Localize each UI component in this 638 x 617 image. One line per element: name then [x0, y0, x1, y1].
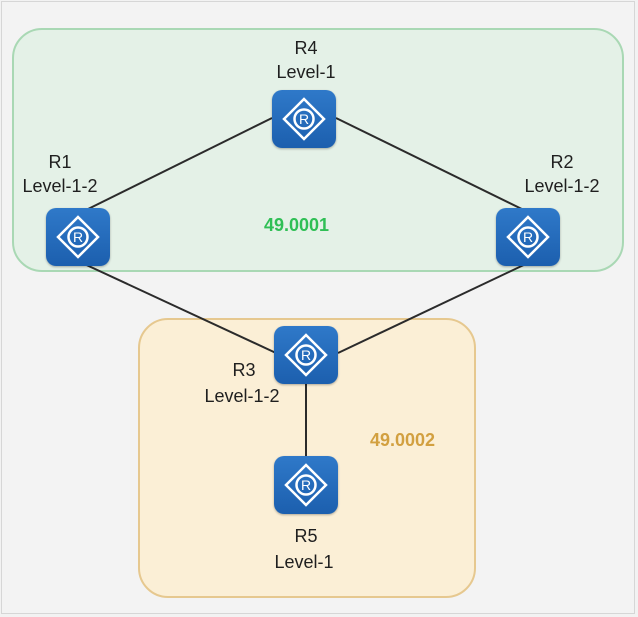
area-id-label: 49.0002 — [370, 430, 436, 450]
svg-text:R: R — [73, 229, 83, 245]
router-r1-name: R1 — [48, 152, 72, 172]
router-r3-level: Level-1-2 — [204, 386, 280, 406]
svg-text:R: R — [301, 477, 311, 493]
router-r3[interactable]: R — [274, 326, 338, 384]
router-r4-level: Level-1 — [276, 62, 336, 82]
router-icon: R — [56, 215, 100, 259]
router-r3-name: R3 — [232, 360, 256, 380]
link-r1-r3 — [79, 261, 277, 354]
router-r2-name: R2 — [550, 152, 574, 172]
router-r1[interactable]: R — [46, 208, 110, 266]
router-icon: R — [284, 463, 328, 507]
svg-text:R: R — [299, 111, 309, 127]
router-r2[interactable]: R — [496, 208, 560, 266]
router-r1-level: Level-1-2 — [22, 176, 98, 196]
svg-text:R: R — [301, 347, 311, 363]
area-id-label: 49.0001 — [264, 215, 330, 235]
router-icon: R — [506, 215, 550, 259]
router-r5-name: R5 — [294, 526, 318, 546]
router-icon: R — [284, 333, 328, 377]
svg-text:R: R — [523, 229, 533, 245]
link-r2-r3 — [337, 261, 531, 354]
router-r4[interactable]: R — [272, 90, 336, 148]
router-icon: R — [282, 97, 326, 141]
router-r4-name: R4 — [294, 38, 318, 58]
router-r5[interactable]: R — [274, 456, 338, 514]
router-r5-level: Level-1 — [274, 552, 334, 572]
link-r1-r4 — [79, 117, 273, 214]
link-r4-r2 — [335, 117, 531, 214]
router-r2-level: Level-1-2 — [524, 176, 600, 196]
